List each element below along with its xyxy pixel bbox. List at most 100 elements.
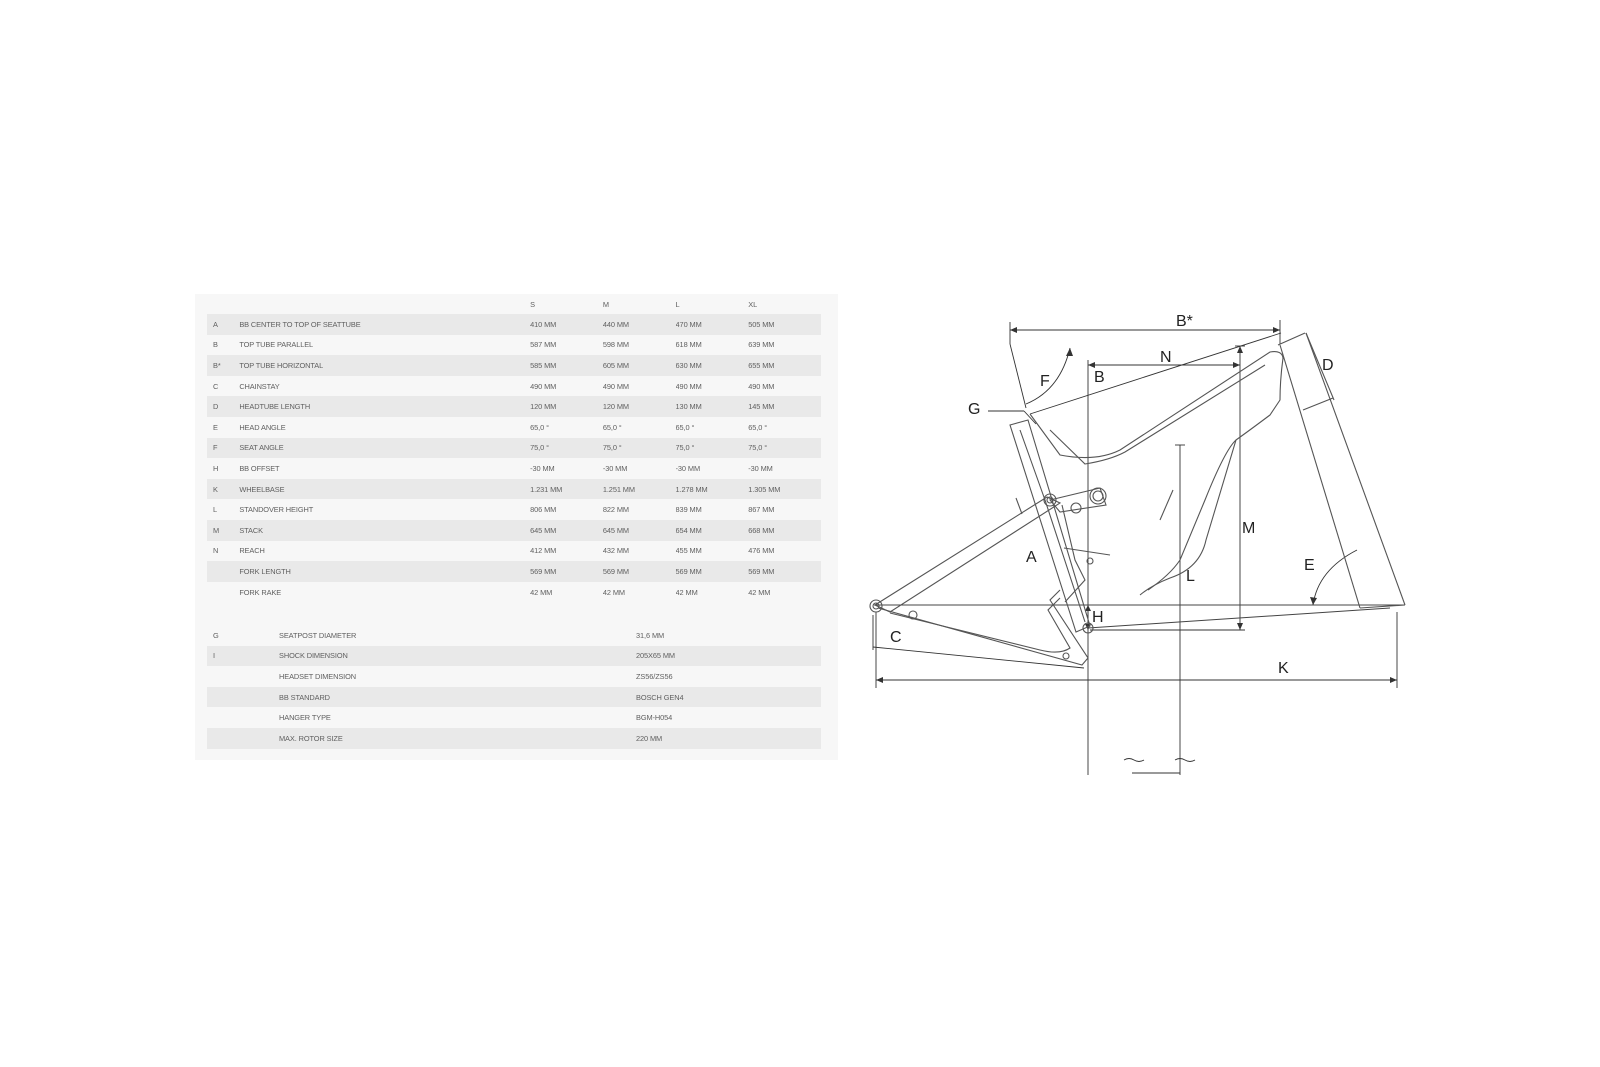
row-value-xl: 655 MM [748,360,775,370]
row-value-s: 120 MM [530,402,557,412]
spec-name: SHOCK DIMENSION [279,651,348,661]
label-e: E [1304,557,1315,574]
e-angle-arc [1310,549,1358,606]
row-letter: L [213,505,218,515]
row-value-xl: 75,0 ° [748,443,768,453]
row-value-l: 618 MM [675,340,702,350]
m-dimension [1090,345,1245,631]
row-value-m: 432 MM [602,546,629,556]
row-letter: C [213,381,219,391]
k-dimension [875,612,1398,688]
rear-axle-icon [869,599,883,613]
row-value-l: 839 MM [675,505,702,515]
row-value-xl: -30 MM [748,463,773,473]
row-value-s: 490 MM [530,381,557,391]
label-n: N [1160,349,1172,366]
g-leader [988,410,1037,425]
row-value-l: 455 MM [675,546,702,556]
row-value-s: 65,0 ° [530,422,549,432]
row-value-s: 42 MM [530,587,553,597]
n-dimension [1087,360,1240,775]
row-name: CHAINSTAY [239,381,280,391]
row-value-l: 569 MM [675,566,702,576]
head-tube [1277,332,1406,609]
spec-value: 205X65 MM [636,651,675,661]
label-b-star: B* [1176,313,1193,330]
row-value-l: 130 MM [675,402,702,412]
label-k: K [1278,660,1289,677]
rear-triangle [873,496,1111,666]
row-name: STACK [239,525,263,535]
spec-row: HEADSET DIMENSION ZS56/ZS56 [207,666,821,687]
label-c: C [890,629,902,646]
row-value-s: -30 MM [530,463,555,473]
spec-row: MAX. ROTOR SIZE 220 MM [207,727,821,749]
spec-letter: G [213,630,219,640]
label-b: B [1094,369,1105,386]
label-f: F [1040,373,1050,390]
row-value-l: -30 MM [675,463,701,473]
label-a: A [1026,549,1037,566]
spec-name: HEADSET DIMENSION [279,671,357,681]
row-name: WHEELBASE [239,484,285,494]
row-value-l: 1.278 MM [675,484,708,494]
label-l: L [1186,568,1195,585]
row-value-m: 75,0 ° [602,443,622,453]
bottom-bracket-icon [1082,622,1094,634]
size-header-m: M [602,299,609,309]
label-g: G [968,401,980,418]
row-letter: D [213,402,219,412]
geometry-header-row: S M L XL [207,294,821,314]
row-value-s: 806 MM [530,505,557,515]
label-h: H [1092,609,1104,626]
row-value-l: 42 MM [675,587,698,597]
label-m: M [1242,520,1255,537]
row-name: BB OFFSET [239,463,280,473]
spec-value: ZS56/ZS56 [636,671,673,681]
b-star-dimension [1009,320,1281,344]
row-name: BB CENTER TO TOP OF SEATTUBE [239,319,361,329]
spec-value: BGM-H054 [636,713,673,723]
label-d: D [1322,357,1334,374]
row-value-xl: 1.305 MM [748,484,781,494]
row-value-xl: 867 MM [748,505,775,515]
spec-name: MAX. ROTOR SIZE [279,733,343,743]
row-letter: H [213,463,219,473]
row-name: HEAD ANGLE [239,422,286,432]
row-value-m: 605 MM [602,360,629,370]
row-letter: M [213,525,220,535]
row-value-m: 440 MM [602,319,629,329]
row-value-m: 42 MM [602,587,625,597]
row-letter: B* [213,360,221,370]
row-letter: B [213,340,218,350]
f-angle-arc [1009,343,1073,409]
row-value-l: 630 MM [675,360,702,370]
c-dimension [872,615,1085,669]
row-value-m: 598 MM [602,340,629,350]
front-triangle [1009,351,1284,633]
row-value-l: 470 MM [675,319,702,329]
row-value-l: 75,0 ° [675,443,695,453]
row-value-xl: 42 MM [748,587,771,597]
spec-value: 220 MM [636,733,663,743]
row-name: FORK LENGTH [239,566,291,576]
row-value-xl: 145 MM [748,402,775,412]
row-letter: F [213,443,218,453]
row-value-m: 822 MM [602,505,629,515]
row-value-s: 410 MM [530,319,557,329]
row-value-l: 654 MM [675,525,702,535]
row-value-xl: 668 MM [748,525,775,535]
row-value-xl: 505 MM [748,319,775,329]
size-header-xl: XL [748,299,758,309]
